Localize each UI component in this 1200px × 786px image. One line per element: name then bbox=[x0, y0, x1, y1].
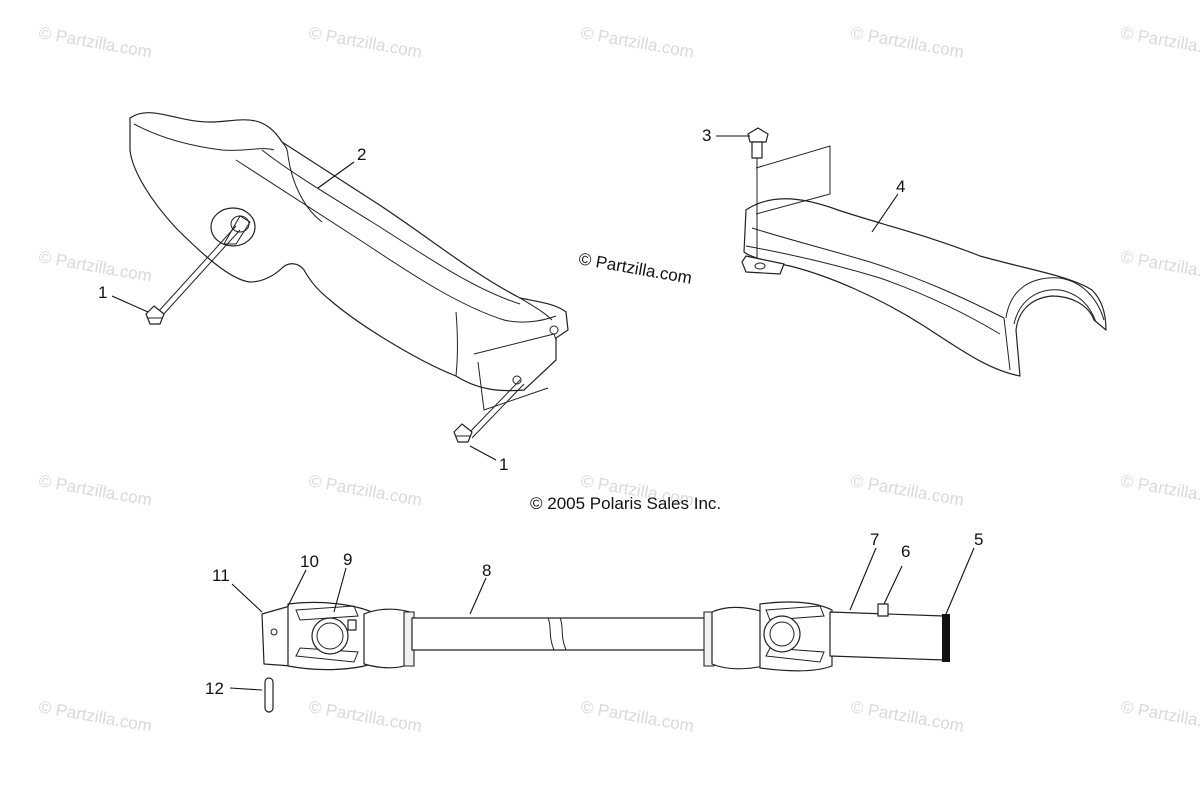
part-2-shield[interactable] bbox=[129, 112, 569, 411]
watermark: © Partzilla.com bbox=[37, 23, 153, 62]
callout-numbers: 1 1 2 3 4 5 6 7 8 9 10 11 12 bbox=[98, 126, 983, 698]
part-3-bolt[interactable] bbox=[747, 127, 831, 258]
callout-10[interactable]: 10 bbox=[300, 552, 319, 571]
callout-1-lower[interactable]: 1 bbox=[499, 455, 508, 474]
leader-lines bbox=[111, 135, 975, 691]
watermark: © Partzilla.com bbox=[37, 697, 153, 736]
part-6-fitting[interactable] bbox=[877, 603, 889, 617]
center-partzilla-mark: © Partzilla.com bbox=[577, 249, 693, 288]
watermark: © Partzilla.com bbox=[1119, 23, 1200, 62]
watermark: © Partzilla.com bbox=[849, 697, 965, 736]
watermark: © Partzilla.com bbox=[849, 471, 965, 510]
watermark: © Partzilla.com bbox=[579, 23, 695, 62]
callout-8[interactable]: 8 bbox=[482, 561, 491, 580]
watermark: © Partzilla.com bbox=[579, 697, 695, 736]
callout-4[interactable]: 4 bbox=[896, 177, 905, 196]
callout-7[interactable]: 7 bbox=[870, 530, 879, 549]
watermark: © Partzilla.com bbox=[37, 247, 153, 286]
part-4-shield[interactable] bbox=[741, 198, 1107, 377]
watermark: © Partzilla.com bbox=[1119, 247, 1200, 286]
part-1-screw-upper[interactable] bbox=[145, 225, 241, 325]
watermark: © Partzilla.com bbox=[849, 23, 965, 62]
watermark: © Partzilla.com bbox=[1119, 697, 1200, 736]
callout-5[interactable]: 5 bbox=[974, 530, 983, 549]
watermark: © Partzilla.com bbox=[307, 471, 423, 510]
callout-1-upper[interactable]: 1 bbox=[98, 283, 107, 302]
watermark: © Partzilla.com bbox=[1119, 471, 1200, 510]
watermark: © Partzilla.com bbox=[307, 23, 423, 62]
part-12-pin[interactable] bbox=[264, 677, 274, 713]
part-7-tube[interactable] bbox=[829, 611, 945, 661]
callout-3[interactable]: 3 bbox=[702, 126, 711, 145]
copyright-caption: © 2005 Polaris Sales Inc. bbox=[530, 494, 721, 513]
callout-11[interactable]: 11 bbox=[212, 566, 230, 585]
callout-9[interactable]: 9 bbox=[343, 550, 352, 569]
callout-6[interactable]: 6 bbox=[901, 542, 910, 561]
steering-shaft-assembly[interactable] bbox=[261, 601, 950, 713]
watermark: © Partzilla.com bbox=[37, 471, 153, 510]
callout-12[interactable]: 12 bbox=[205, 679, 224, 698]
part-8-shaft[interactable] bbox=[411, 617, 707, 651]
part-5-seal[interactable] bbox=[942, 614, 950, 662]
watermark: © Partzilla.com bbox=[307, 697, 423, 736]
callout-2[interactable]: 2 bbox=[357, 145, 366, 164]
part-1-screw-lower[interactable] bbox=[453, 379, 525, 443]
